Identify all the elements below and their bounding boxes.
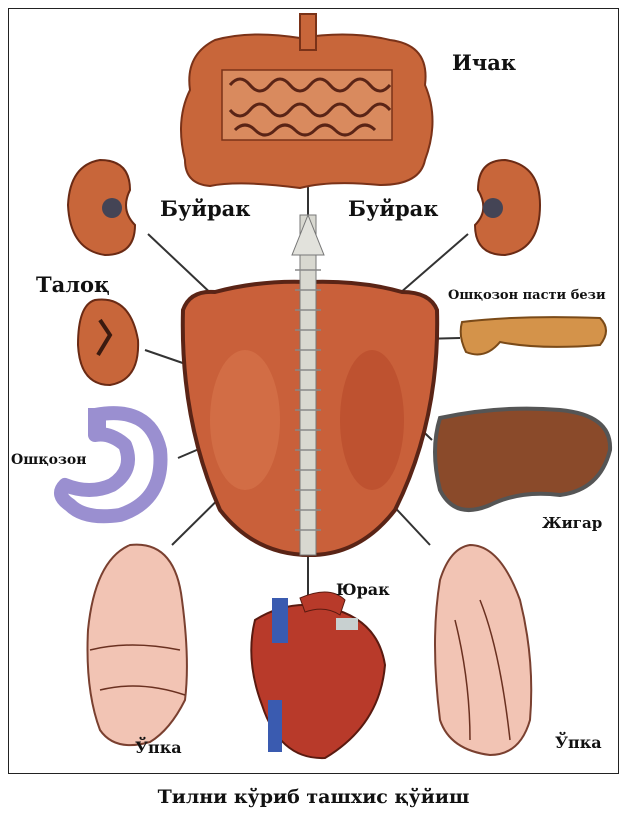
lung-left-illustration <box>88 545 187 746</box>
lung-right-illustration <box>435 545 531 755</box>
heart-illustration <box>251 592 385 758</box>
kidney-left-illustration <box>68 160 135 255</box>
liver-illustration <box>435 409 610 510</box>
label-kidney-right: Буйрак <box>348 196 438 221</box>
label-spleen: Талоқ <box>36 272 110 297</box>
tongue-illustration <box>183 215 437 555</box>
label-kidney-left: Буйрак <box>160 196 250 221</box>
label-heart: Юрак <box>336 580 390 599</box>
caption: Тилни кўриб ташхис қўйиш <box>0 786 627 808</box>
label-lung-right: Ўпка <box>555 733 602 752</box>
label-intestine: Ичак <box>452 50 516 75</box>
label-liver: Жигар <box>542 514 602 532</box>
spleen-illustration <box>78 300 138 386</box>
kidney-right-illustration <box>475 160 540 255</box>
label-pancreas: Ошқозон пасти бези <box>448 288 606 303</box>
pancreas-illustration <box>461 317 606 354</box>
intestine-illustration <box>181 14 433 188</box>
label-stomach: Ошқозон <box>11 452 87 468</box>
label-lung-left: Ўпка <box>135 738 182 757</box>
